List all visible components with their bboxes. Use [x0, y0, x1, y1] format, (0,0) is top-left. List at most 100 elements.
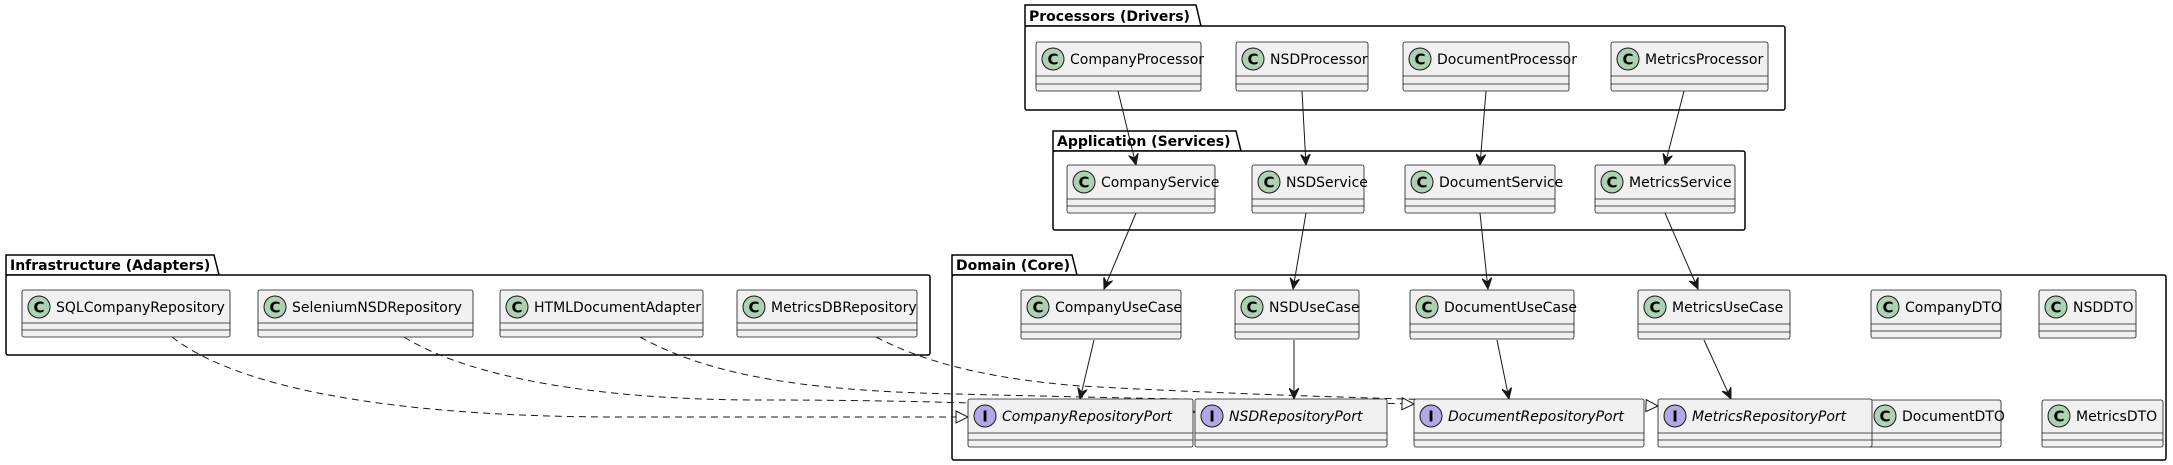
class-metrics-dto[interactable]: C MetricsDTO — [2041, 399, 2164, 448]
class-name: HTMLDocumentAdapter — [534, 300, 701, 316]
class-name: SeleniumNSDRepository — [292, 300, 462, 316]
class-c-icon — [1408, 47, 1432, 71]
class-c-letter: C — [511, 299, 522, 317]
class-c-letter: C — [1414, 51, 1425, 69]
interface-name: CompanyRepositoryPort — [1002, 409, 1172, 425]
class-c-icon — [1876, 295, 1900, 319]
interface-document-repository-port[interactable]: I DocumentRepositoryPort — [1413, 398, 1645, 448]
package-application: Application (Services) — [1052, 130, 1746, 231]
class-name: NSDUseCase — [1269, 300, 1360, 316]
class-c-icon — [505, 295, 529, 319]
interface-i-letter: I — [1672, 408, 1678, 426]
class-c-letter: C — [1416, 174, 1427, 192]
class-c-letter: C — [33, 299, 44, 317]
class-c-icon — [1873, 404, 1897, 428]
edge-sql-company-repository-realizes-port — [171, 336, 968, 417]
class-name: MetricsDBRepository — [771, 300, 917, 316]
class-company-service[interactable]: C CompanyService — [1066, 164, 1219, 214]
interface-i-icon — [1419, 404, 1443, 428]
interface-i-icon — [1663, 404, 1687, 428]
interface-i-letter: I — [1428, 408, 1434, 426]
interface-i-icon — [1200, 404, 1224, 428]
interface-company-repository-port[interactable]: I CompanyRepositoryPort — [967, 398, 1194, 448]
class-name: DocumentProcessor — [1437, 52, 1577, 68]
class-c-letter: C — [1622, 51, 1633, 69]
class-nsd-service[interactable]: C NSDService — [1251, 164, 1368, 214]
interface-name: NSDRepositoryPort — [1229, 409, 1363, 425]
interface-i-icon — [973, 404, 997, 428]
package-title-infrastructure: Infrastructure (Adapters) — [10, 258, 210, 274]
interface-metrics-repository-port[interactable]: I MetricsRepositoryPort — [1657, 398, 1873, 448]
class-company-dto[interactable]: C CompanyDTO — [1870, 289, 2002, 339]
class-c-letter: C — [1649, 299, 1660, 317]
edge-metrics-processor-to-service — [1665, 90, 1685, 165]
class-c-icon — [2044, 295, 2068, 319]
class-name: DocumentDTO — [1902, 409, 2005, 425]
edge-document-processor-to-service — [1480, 90, 1487, 165]
class-c-icon — [1041, 47, 1065, 71]
class-name: NSDDTO — [2073, 300, 2134, 316]
class-c-letter: C — [1263, 174, 1274, 192]
class-metrics-use-case[interactable]: C MetricsUseCase — [1637, 289, 1791, 340]
class-c-letter: C — [2050, 299, 2061, 317]
class-document-dto[interactable]: C DocumentDTO — [1867, 399, 2005, 448]
class-name: NSDProcessor — [1270, 52, 1368, 68]
class-c-icon — [2047, 404, 2071, 428]
interface-i-letter: I — [1209, 408, 1215, 426]
class-html-document-adapter[interactable]: C HTMLDocumentAdapter — [499, 289, 704, 338]
class-c-letter: C — [1078, 174, 1089, 192]
class-name: MetricsDTO — [2076, 409, 2157, 425]
class-name: SQLCompanyRepository — [56, 300, 225, 316]
class-name: MetricsProcessor — [1645, 52, 1763, 68]
class-selenium-nsd-repository[interactable]: C SeleniumNSDRepository — [257, 289, 474, 338]
class-c-icon — [263, 295, 287, 319]
class-c-icon — [1257, 170, 1281, 194]
class-document-processor[interactable]: C DocumentProcessor — [1402, 41, 1577, 92]
class-name: CompanyProcessor — [1070, 52, 1204, 68]
class-nsd-dto[interactable]: C NSDDTO — [2038, 289, 2137, 339]
class-c-icon — [742, 295, 766, 319]
class-c-icon — [1072, 170, 1096, 194]
edge-metrics-service-to-usecase — [1664, 212, 1698, 289]
edge-company-usecase-to-port — [1080, 339, 1095, 399]
class-c-icon — [1240, 295, 1264, 319]
class-c-icon — [1410, 170, 1434, 194]
class-c-icon — [1415, 295, 1439, 319]
class-sql-company-repository[interactable]: C SQLCompanyRepository — [21, 289, 231, 338]
class-c-letter: C — [1606, 174, 1617, 192]
edge-document-service-to-usecase — [1479, 212, 1488, 289]
class-name: MetricsUseCase — [1672, 300, 1783, 316]
package-title-application: Application (Services) — [1057, 134, 1231, 150]
class-name: CompanyService — [1101, 175, 1219, 191]
interface-name: MetricsRepositoryPort — [1692, 409, 1847, 425]
class-c-letter: C — [1032, 299, 1043, 317]
class-c-letter: C — [1879, 408, 1890, 426]
class-metrics-db-repository[interactable]: C MetricsDBRepository — [736, 289, 918, 338]
class-c-icon — [1241, 47, 1265, 71]
edge-metrics-usecase-to-port — [1703, 339, 1731, 399]
class-name: NSDService — [1286, 175, 1368, 191]
class-name: DocumentUseCase — [1444, 300, 1577, 316]
class-c-letter: C — [2053, 408, 2064, 426]
edge-nsd-service-to-usecase — [1293, 212, 1307, 289]
class-company-use-case[interactable]: C CompanyUseCase — [1020, 289, 1182, 340]
class-c-icon — [27, 295, 51, 319]
class-c-letter: C — [1882, 299, 1893, 317]
edge-nsd-processor-to-service — [1302, 90, 1306, 165]
class-c-letter: C — [1246, 299, 1257, 317]
class-c-letter: C — [269, 299, 280, 317]
class-company-processor[interactable]: C CompanyProcessor — [1035, 41, 1204, 92]
class-document-service[interactable]: C DocumentService — [1404, 164, 1563, 214]
edge-company-processor-to-service — [1117, 90, 1136, 165]
edge-company-service-to-usecase — [1104, 212, 1137, 289]
interface-i-letter: I — [982, 408, 988, 426]
class-document-use-case[interactable]: C DocumentUseCase — [1409, 289, 1577, 340]
class-metrics-service[interactable]: C MetricsService — [1594, 164, 1736, 214]
class-metrics-processor[interactable]: C MetricsProcessor — [1610, 41, 1769, 92]
class-c-icon — [1026, 295, 1050, 319]
class-nsd-processor[interactable]: C NSDProcessor — [1235, 41, 1369, 92]
class-nsd-use-case[interactable]: C NSDUseCase — [1234, 289, 1360, 340]
interface-nsd-repository-port[interactable]: I NSDRepositoryPort — [1194, 398, 1388, 448]
class-c-icon — [1600, 170, 1624, 194]
